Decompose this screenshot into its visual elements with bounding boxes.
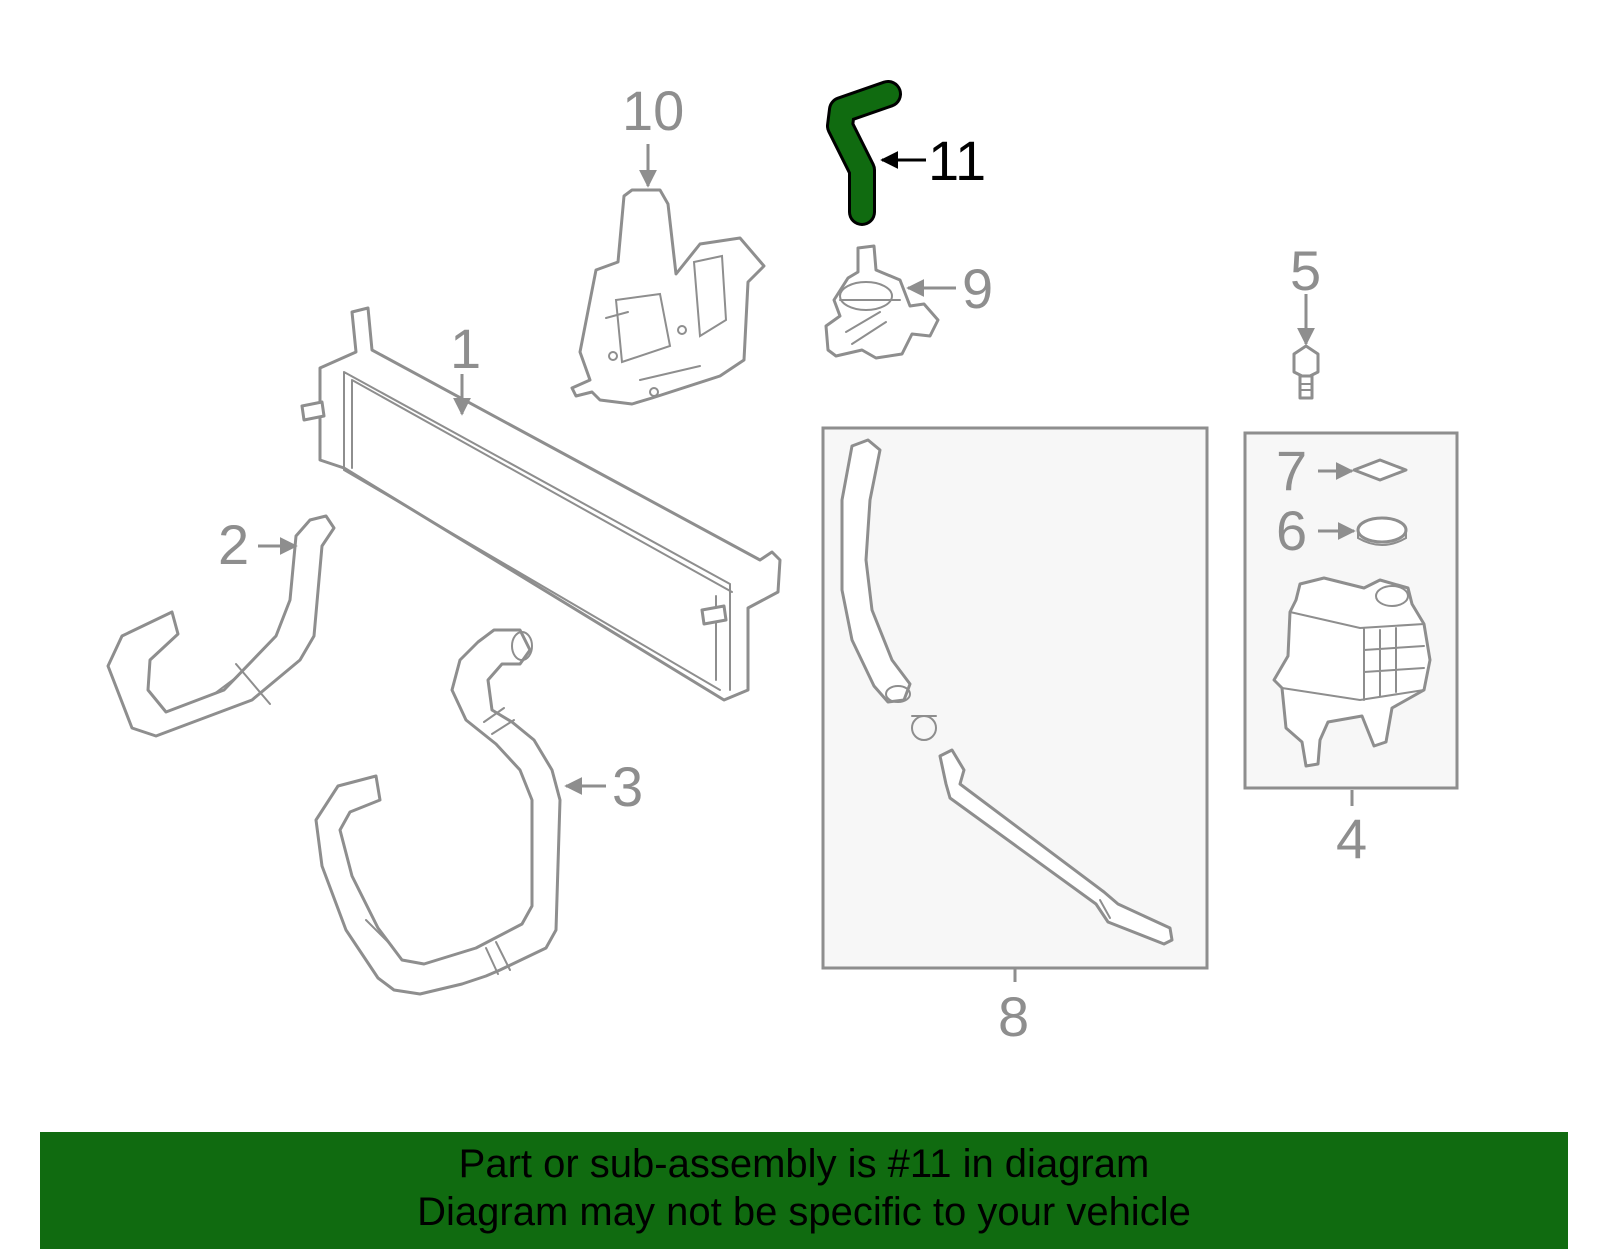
callout-6: 6: [1276, 499, 1307, 562]
callout-3: 3: [612, 755, 643, 818]
callout-8: 8: [998, 985, 1029, 1048]
callout-4: 4: [1336, 807, 1367, 870]
callout-1: 1: [450, 317, 481, 380]
callout-11: 11: [928, 129, 986, 192]
callout-10: 10: [622, 79, 684, 142]
cap-part-6[interactable]: [1356, 516, 1408, 546]
reservoir-part-4[interactable]: [1272, 576, 1432, 768]
hose-part-3[interactable]: [314, 628, 562, 996]
radiator-part-1[interactable]: [300, 306, 782, 702]
banner-line-part: Part or sub-assembly is #11 in diagram: [458, 1142, 1150, 1186]
callout-7: 7: [1276, 439, 1307, 502]
bracket-part-10[interactable]: [570, 188, 766, 406]
banner-line-disclaimer: Diagram may not be specific to your vehi…: [417, 1190, 1191, 1234]
water-pump-part-9[interactable]: [824, 244, 940, 360]
callout-5: 5: [1290, 239, 1321, 302]
callout-9: 9: [962, 257, 993, 320]
group-box-part-8: [821, 426, 1209, 970]
hose-part-11[interactable]: [826, 80, 902, 226]
gasket-part-7[interactable]: [1352, 458, 1408, 482]
info-banner: Part or sub-assembly is #11 in diagram D…: [40, 1132, 1568, 1249]
bolt-part-5[interactable]: [1292, 344, 1320, 400]
hose-part-2[interactable]: [106, 514, 336, 738]
callout-2: 2: [218, 513, 249, 576]
hose-part-8[interactable]: [840, 438, 1174, 946]
